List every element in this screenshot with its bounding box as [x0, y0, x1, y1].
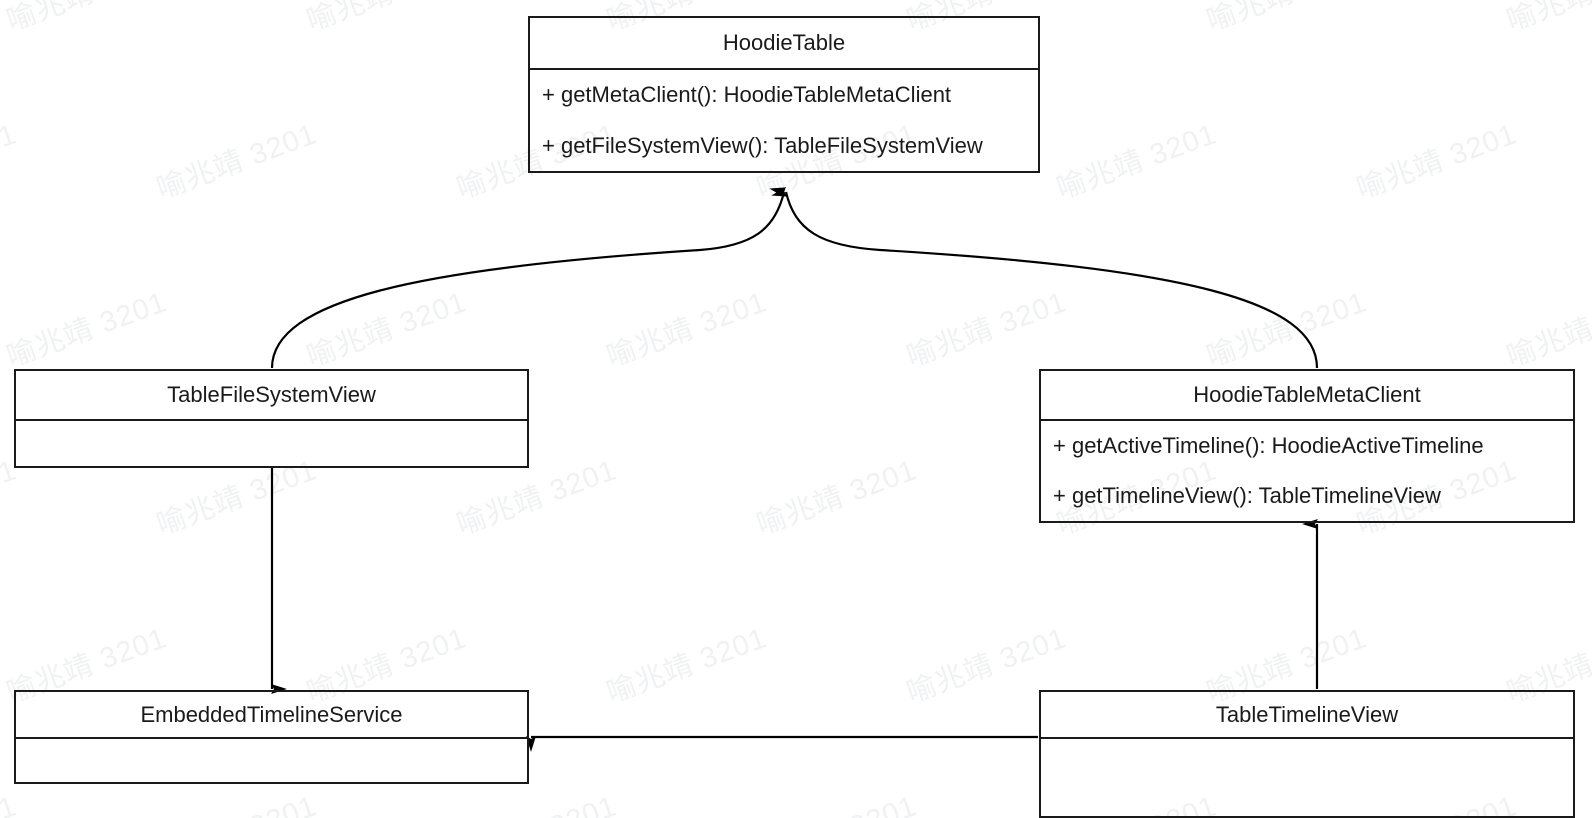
watermark-tile: 喻兆靖 3201 [752, 454, 922, 542]
uml-class-members-hoodie-table-meta-client: + getActiveTimeline(): HoodieActiveTimel… [1041, 421, 1573, 521]
watermark-tile: 喻兆靖 3201 [302, 286, 472, 374]
uml-member: + getMetaClient(): HoodieTableMetaClient [542, 82, 952, 108]
edge-hoodie-table-meta-client-to-hoodie-table [771, 186, 1319, 369]
uml-member: + getFileSystemView(): TableFileSystemVi… [542, 132, 983, 158]
uml-class-members-embedded-timeline-service [16, 739, 527, 782]
watermark-tile: 喻兆靖 3201 [750, 783, 922, 818]
uml-class-embedded-timeline-service[interactable]: EmbeddedTimelineService [14, 690, 529, 784]
uml-class-members-table-file-system-view [16, 421, 527, 466]
uml-class-members-table-timeline-view [1041, 739, 1573, 816]
uml-class-members-hoodie-table: + getMetaClient(): HoodieTableMetaClient… [530, 70, 1038, 171]
watermark-tile: 喻兆靖 3201 [1352, 118, 1522, 206]
uml-member: + getTimelineView(): TableTimelineView [1053, 483, 1441, 508]
uml-member: + getActiveTimeline(): HoodieActiveTimel… [1053, 433, 1484, 458]
watermark-tile: 喻兆靖 3201 [0, 118, 22, 205]
watermark-tile: 喻兆靖 3201 [152, 118, 322, 206]
watermark-tile: 喻兆靖 3201 [450, 783, 622, 818]
watermark-tile: 喻兆靖 3201 [1502, 286, 1594, 374]
uml-class-table-file-system-view[interactable]: TableFileSystemView [14, 369, 529, 468]
uml-class-name-hoodie-table-meta-client: HoodieTableMetaClient [1041, 371, 1573, 421]
uml-class-name-hoodie-table: HoodieTable [530, 18, 1038, 70]
uml-class-hoodie-table-meta-client[interactable]: HoodieTableMetaClient + getActiveTimeline… [1039, 369, 1575, 523]
watermark-tile: 喻兆靖 3201 [1052, 118, 1222, 206]
watermark-tile: 喻兆靖 3201 [300, 0, 472, 39]
watermark-tile: 喻兆靖 3201 [602, 286, 772, 374]
watermark-tile: 喻兆靖 3201 [902, 286, 1072, 374]
uml-class-table-timeline-view[interactable]: TableTimelineView [1039, 690, 1575, 818]
watermark-tile: 喻兆靖 3201 [2, 286, 172, 374]
watermark-tile: 喻兆靖 3201 [150, 783, 322, 818]
watermark-tile: 喻兆靖 3201 [1200, 0, 1372, 39]
edge-table-file-system-view-to-hoodie-table [270, 187, 787, 369]
watermark-tile: 喻兆靖 3201 [1202, 286, 1372, 374]
watermark-tile: 喻兆靖 3201 [0, 0, 172, 39]
watermark-tile: 喻兆靖 3201 [602, 622, 772, 710]
uml-class-name-table-file-system-view: TableFileSystemView [16, 371, 527, 421]
uml-class-hoodie-table[interactable]: HoodieTable+ getMetaClient(): HoodieTabl… [528, 16, 1040, 173]
watermark-tile: 喻兆靖 3201 [1500, 0, 1594, 39]
uml-class-name-embedded-timeline-service: EmbeddedTimelineService [16, 692, 527, 739]
uml-class-name-table-timeline-view: TableTimelineView [1041, 692, 1573, 739]
watermark-tile: 喻兆靖 3201 [0, 783, 22, 818]
